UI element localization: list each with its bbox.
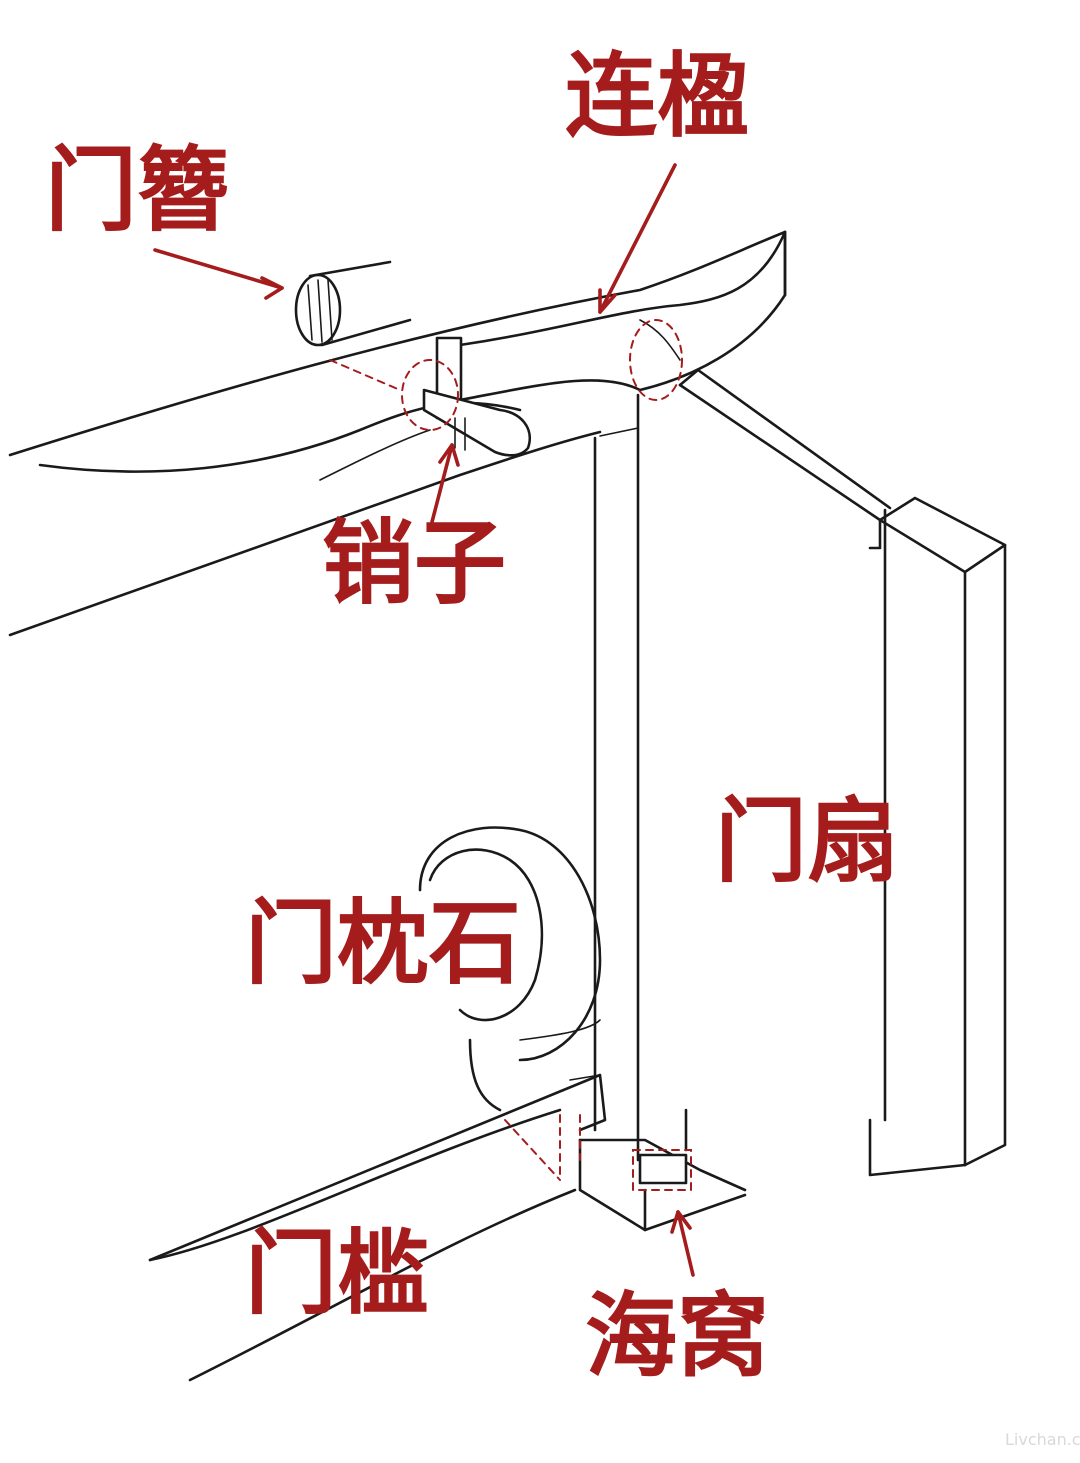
- arrow-xiao-zi: [430, 443, 454, 524]
- watermark-text: Livchan.cn: [1005, 1430, 1080, 1449]
- label-men-shan: 门扇: [715, 787, 899, 895]
- door-post: [593, 393, 640, 1162]
- label-xiao-zi: 销子: [322, 509, 506, 617]
- lintel-beam: [8, 230, 787, 637]
- label-men-zan: 门簪: [45, 136, 229, 244]
- label-arrows: [153, 163, 695, 1277]
- door-pillow-stone: [418, 826, 602, 1112]
- door-pin-drum: [294, 260, 412, 347]
- label-hai-wo: 海窝: [585, 1282, 769, 1390]
- peg: [422, 336, 531, 457]
- door-leaf: [678, 368, 1007, 1177]
- labels: 门簪 连楹 销子 门扇 门枕石 门槛 海窝: [45, 42, 899, 1390]
- label-men-kan: 门槛: [245, 1219, 429, 1327]
- threshold: [148, 1073, 607, 1382]
- arrow-lian-ying: [598, 163, 677, 314]
- arrow-men-zan: [153, 248, 284, 290]
- guide-lines: [329, 319, 692, 1191]
- socket-block: [578, 1138, 747, 1232]
- connecting-bar: [458, 230, 787, 402]
- label-men-zhen-shi: 门枕石: [245, 889, 521, 997]
- label-lian-ying: 连楹: [565, 42, 749, 150]
- arrow-hai-wo: [676, 1210, 695, 1277]
